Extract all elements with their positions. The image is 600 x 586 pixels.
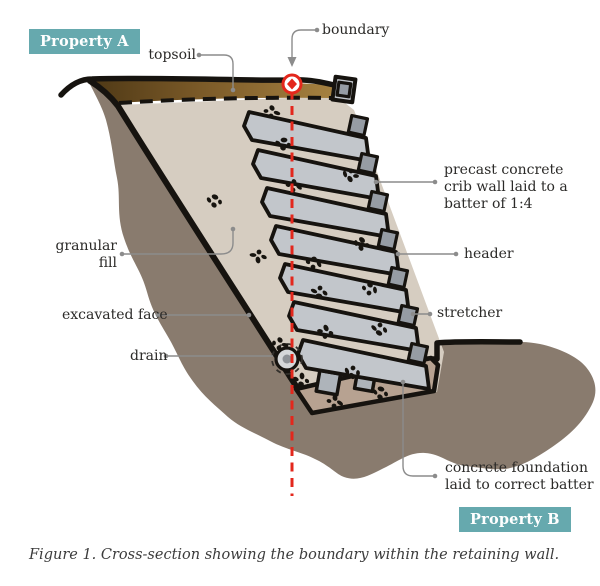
label-crib-wall: precast concrete crib wall laid to a bat… [444, 162, 568, 212]
label-header: header [464, 246, 514, 262]
figure-caption: Figure 1. Cross-section showing the boun… [29, 547, 560, 563]
property-a-badge: Property A [29, 29, 140, 54]
label-excavated-face: excavated face [62, 307, 168, 323]
property-b-badge: Property B [459, 507, 571, 532]
topsoil-bottom-dashed-line [118, 95, 334, 105]
property-b-surface-line [421, 339, 523, 362]
label-drain: drain [130, 348, 168, 364]
leader-lines [119, 27, 459, 479]
gravel-pebbles [206, 105, 388, 409]
soil-mass [87, 78, 596, 479]
label-topsoil: topsoil [148, 47, 196, 63]
label-foundation: concrete foundation laid to correct batt… [445, 460, 594, 493]
label-boundary: boundary [322, 22, 390, 38]
boundary-marker-icon [281, 73, 303, 95]
label-granular-fill: granular fill [55, 238, 117, 271]
crib-wall [242, 110, 431, 391]
label-stretcher: stretcher [437, 305, 503, 321]
top-header-block [330, 74, 358, 105]
ground-surface-line [58, 75, 337, 98]
